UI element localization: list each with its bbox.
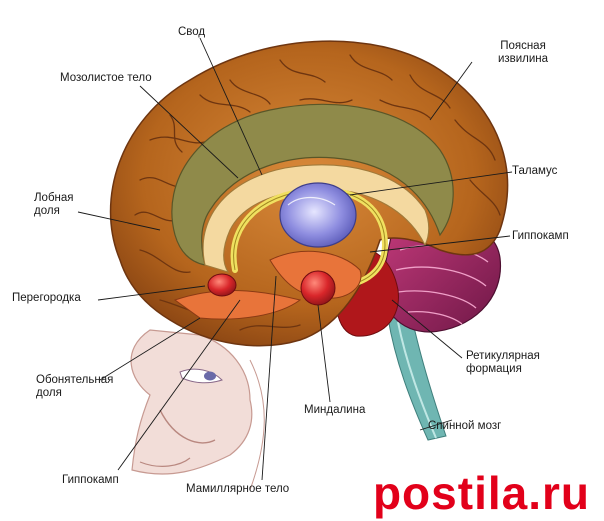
label-hippocampus-right: Гиппокамп bbox=[512, 230, 569, 242]
label-cingulate-gyrus: Поясная извилина bbox=[478, 40, 568, 66]
label-corpus-callosum: Мозолистое тело bbox=[60, 72, 152, 84]
label-mammillary-body: Мамиллярное тело bbox=[186, 483, 290, 495]
label-reticular-formation: Ретикулярная формация bbox=[466, 350, 540, 376]
watermark: postila.ru bbox=[373, 469, 590, 517]
watermark-part2: ila bbox=[474, 467, 529, 519]
label-amygdala: Миндалина bbox=[304, 404, 366, 416]
label-cingulate-line2: извилина bbox=[497, 53, 549, 65]
thalamus bbox=[279, 182, 357, 248]
label-frontal-line2: доля bbox=[34, 205, 60, 217]
label-reticular-line2: формация bbox=[466, 363, 522, 375]
label-svod: Свод bbox=[178, 26, 206, 38]
label-olfactory-line1: Обонятельная bbox=[36, 374, 114, 386]
label-frontal-lobe: Лобная доля bbox=[34, 192, 74, 218]
watermark-part1: post bbox=[372, 467, 475, 519]
label-reticular-line1: Ретикулярная bbox=[466, 350, 540, 362]
label-thalamus: Таламус bbox=[512, 165, 558, 177]
leader-lines bbox=[77, 37, 513, 481]
fornix bbox=[230, 186, 389, 288]
label-olfactory-line2: доля bbox=[36, 387, 62, 399]
label-cingulate-line1: Поясная bbox=[500, 40, 546, 52]
label-frontal-line1: Лобная bbox=[34, 192, 74, 204]
septum bbox=[207, 273, 237, 297]
amygdala bbox=[300, 270, 336, 306]
label-spinal-cord: Спинной мозг bbox=[428, 420, 502, 432]
watermark-part3: .ru bbox=[528, 467, 590, 519]
label-hippocampus-bottom: Гиппокамп bbox=[62, 474, 119, 486]
label-olfactory-lobe: Обонятельная доля bbox=[36, 374, 113, 400]
face-outline bbox=[130, 329, 265, 491]
label-septum: Перегородка bbox=[12, 292, 81, 304]
spinal-cord bbox=[387, 317, 447, 441]
cingulate-gyrus bbox=[171, 103, 454, 266]
